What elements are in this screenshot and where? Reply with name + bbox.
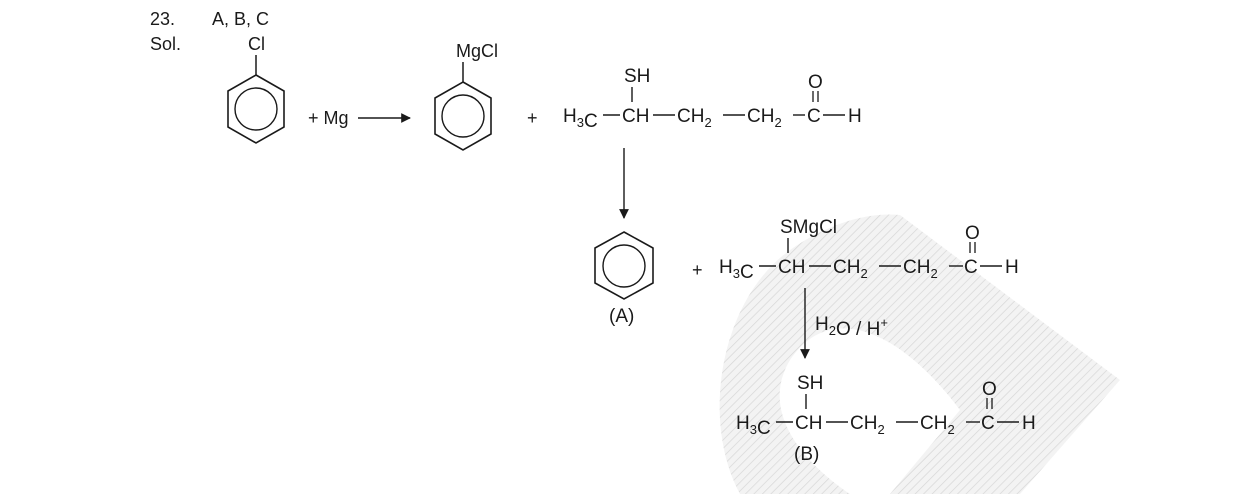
methylene-group: CH2 xyxy=(850,413,885,437)
carbonyl-carbon: C xyxy=(964,257,978,278)
product-label-a: (A) xyxy=(609,306,634,327)
watermark-logo xyxy=(719,214,1120,494)
benzene-ring xyxy=(434,81,492,151)
solution-label: Sol. xyxy=(150,34,181,54)
thiol-aldehyde: SH H3C CH CH2 CH2 O C H xyxy=(563,66,862,132)
product-label-b: (B) xyxy=(794,444,819,465)
methylene-group: CH2 xyxy=(677,106,712,130)
methine-group: CH xyxy=(795,413,822,434)
methine-group: CH xyxy=(622,106,649,127)
answer-options: A, B, C xyxy=(212,9,269,29)
methylene-group: CH2 xyxy=(833,257,868,281)
chlorobenzene: Cl xyxy=(227,34,285,144)
chloro-substituent: Cl xyxy=(248,34,265,54)
carbonyl-oxygen: O xyxy=(982,379,997,400)
methyl-group: H3C xyxy=(719,257,754,283)
carbonyl-carbon: C xyxy=(981,413,995,434)
benzene-ring xyxy=(594,231,654,300)
aldehyde-hydrogen: H xyxy=(848,106,862,127)
phenylmagnesium-chloride: MgCl xyxy=(434,41,498,151)
benzene-product-a: (A) xyxy=(594,231,654,327)
question-number: 23. xyxy=(150,9,175,29)
thiol-group: SH xyxy=(624,66,650,87)
methine-group: CH xyxy=(778,257,805,278)
thiol-group: SH xyxy=(797,373,823,394)
plus-sign: + xyxy=(692,260,703,280)
aldehyde-hydrogen: H xyxy=(1005,257,1019,278)
mgcl-substituent: MgCl xyxy=(456,41,498,61)
methylene-group: CH2 xyxy=(920,413,955,437)
carbonyl-oxygen: O xyxy=(808,72,823,93)
carbonyl-oxygen: O xyxy=(965,223,980,244)
carbonyl-carbon: C xyxy=(807,106,821,127)
methyl-group: H3C xyxy=(563,106,598,132)
plus-sign: + xyxy=(527,108,538,128)
benzene-ring xyxy=(227,74,285,144)
thiolate-group: SMgCl xyxy=(780,217,837,238)
aldehyde-hydrogen: H xyxy=(1022,413,1036,434)
mg-reagent: + Mg xyxy=(308,108,349,128)
methylene-group: CH2 xyxy=(747,106,782,130)
